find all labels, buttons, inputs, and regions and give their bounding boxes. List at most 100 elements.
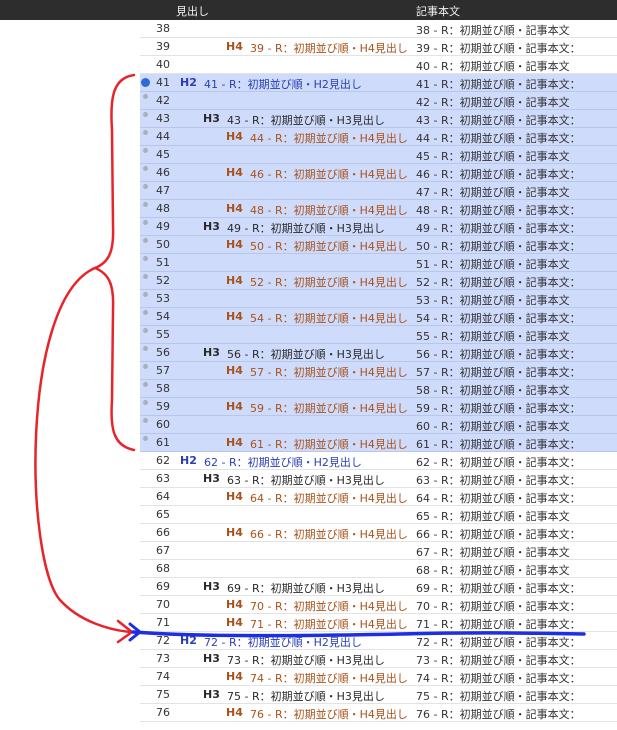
article-body-preview: 66 - R：初期並び順・記事本文： — [416, 528, 581, 541]
selection-dot-icon — [143, 328, 148, 333]
article-body-preview: 49 - R：初期並び順・記事本文： — [416, 222, 581, 235]
heading-title[interactable]: 59 - R：初期並び順・H4見出し — [250, 402, 408, 415]
heading-title[interactable]: 57 - R：初期並び順・H4見出し — [250, 366, 408, 379]
row-number: 60 — [156, 418, 170, 431]
article-body-preview: 55 - R：初期並び順・記事本文 — [416, 330, 570, 343]
heading-level-badge: H2 — [180, 76, 197, 89]
column-header-heading[interactable]: 見出し — [176, 5, 209, 18]
heading-title[interactable]: 44 - R：初期並び順・H4見出し — [250, 132, 408, 145]
article-body-preview: 51 - R：初期並び順・記事本文 — [416, 258, 570, 271]
heading-title[interactable]: 48 - R：初期並び順・H4見出し — [250, 204, 408, 217]
insertion-point-caret — [128, 622, 142, 642]
heading-title[interactable]: 71 - R：初期並び順・H4見出し — [250, 618, 408, 631]
article-body-preview: 38 - R：初期並び順・記事本文 — [416, 24, 570, 37]
row-number: 68 — [156, 562, 170, 575]
heading-title[interactable]: 39 - R：初期並び順・H4見出し — [250, 42, 408, 55]
article-body-preview: 71 - R：初期並び順・記事本文： — [416, 618, 581, 631]
heading-level-badge: H2 — [180, 634, 197, 647]
selection-dot-icon — [143, 202, 148, 207]
article-body-preview: 50 - R：初期並び順・記事本文： — [416, 240, 581, 253]
heading-title[interactable]: 72 - R：初期並び順・H2見出し — [204, 636, 362, 649]
heading-title[interactable]: 76 - R：初期並び順・H4見出し — [250, 708, 408, 721]
heading-title[interactable]: 73 - R：初期並び順・H3見出し — [227, 654, 385, 667]
row-number: 54 — [156, 310, 170, 323]
article-body-preview: 47 - R：初期並び順・記事本文 — [416, 186, 570, 199]
selection-dot-icon — [143, 220, 148, 225]
heading-title[interactable]: 56 - R：初期並び順・H3見出し — [227, 348, 385, 361]
heading-title[interactable]: 61 - R：初期並び順・H4見出し — [250, 438, 408, 451]
selection-dot-icon — [143, 292, 148, 297]
row-number: 56 — [156, 346, 170, 359]
heading-level-badge: H4 — [226, 274, 243, 287]
selection-dot-icon — [143, 130, 148, 135]
heading-title[interactable]: 54 - R：初期並び順・H4見出し — [250, 312, 408, 325]
heading-title[interactable]: 66 - R：初期並び順・H4見出し — [250, 528, 408, 541]
heading-title[interactable]: 64 - R：初期並び順・H4見出し — [250, 492, 408, 505]
row-number: 49 — [156, 220, 170, 233]
column-header-body[interactable]: 記事本文 — [416, 5, 460, 18]
row-number: 53 — [156, 292, 170, 305]
heading-title[interactable]: 62 - R：初期並び順・H2見出し — [204, 456, 362, 469]
heading-title[interactable]: 43 - R：初期並び順・H3見出し — [227, 114, 385, 127]
heading-level-badge: H4 — [226, 526, 243, 539]
heading-title[interactable]: 50 - R：初期並び順・H4見出し — [250, 240, 408, 253]
heading-title[interactable]: 46 - R：初期並び順・H4見出し — [250, 168, 408, 181]
article-body-preview: 70 - R：初期並び順・記事本文： — [416, 600, 581, 613]
heading-title[interactable]: 69 - R：初期並び順・H3見出し — [227, 582, 385, 595]
heading-title[interactable]: 49 - R：初期並び順・H3見出し — [227, 222, 385, 235]
heading-level-badge: H4 — [226, 364, 243, 377]
selection-bracket — [91, 73, 136, 452]
selection-anchor-dot-icon — [141, 78, 150, 87]
heading-title[interactable]: 63 - R：初期並び順・H3見出し — [227, 474, 385, 487]
heading-title[interactable]: 70 - R：初期並び順・H4見出し — [250, 600, 408, 613]
heading-level-badge: H4 — [226, 166, 243, 179]
row-number: 64 — [156, 490, 170, 503]
heading-title[interactable]: 75 - R：初期並び順・H3見出し — [227, 690, 385, 703]
row-number: 67 — [156, 544, 170, 557]
heading-title[interactable]: 74 - R：初期並び順・H4見出し — [250, 672, 408, 685]
heading-title[interactable]: 41 - R：初期並び順・H2見出し — [204, 78, 362, 91]
heading-title[interactable]: 52 - R：初期並び順・H4見出し — [250, 276, 408, 289]
article-body-preview: 61 - R：初期並び順・記事本文： — [416, 438, 581, 451]
heading-level-badge: H2 — [180, 454, 197, 467]
